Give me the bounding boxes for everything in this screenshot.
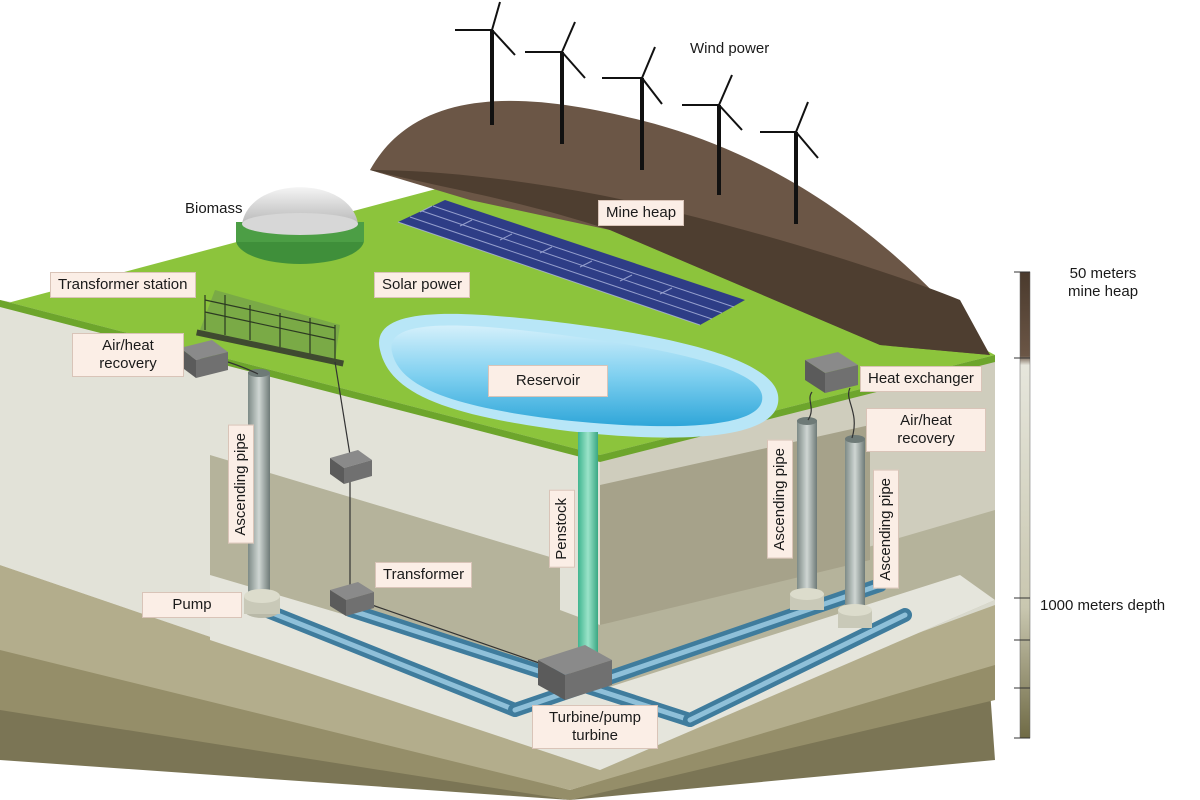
scale-label-top: 50 meters mine heap bbox=[1068, 265, 1138, 301]
label-line: 50 meters bbox=[1069, 265, 1137, 282]
soil-layer-deep bbox=[0, 640, 995, 800]
label-ascending-pipe-left: Ascending pipe bbox=[228, 425, 254, 544]
label-turbine-pump-turbine: Turbine/pump turbine bbox=[532, 705, 658, 749]
label-line: Air/heat bbox=[102, 337, 154, 354]
depth-scale-bar bbox=[1014, 271, 1031, 739]
soil-layer-bottom bbox=[0, 690, 995, 800]
label-air-heat-recovery-right: Air/heat recovery bbox=[866, 408, 986, 452]
label-solar-power: Solar power bbox=[374, 272, 471, 298]
transformer-station-icon bbox=[196, 290, 344, 367]
soil-layer-mid bbox=[0, 560, 995, 790]
biomass-dome-icon bbox=[236, 187, 364, 264]
label-line: recovery bbox=[897, 430, 955, 447]
label-line: turbine bbox=[572, 727, 618, 744]
label-penstock: Penstock bbox=[549, 490, 575, 568]
turbine-pump-box bbox=[538, 645, 612, 700]
label-wind-power: Wind power bbox=[690, 40, 770, 57]
wind-turbine-icon bbox=[682, 74, 743, 195]
label-line: mine heap bbox=[1068, 283, 1139, 300]
label-line: Air/heat bbox=[900, 412, 952, 429]
cable-left bbox=[227, 361, 259, 375]
wind-turbine-icon bbox=[525, 21, 586, 144]
air-heat-recovery-unit-left bbox=[180, 340, 228, 378]
label-reservoir: Reservoir bbox=[488, 365, 608, 397]
cable-heat-exchanger bbox=[807, 387, 855, 439]
label-air-heat-recovery-left: Air/heat recovery bbox=[72, 333, 184, 377]
mine-heap-shadow bbox=[370, 170, 990, 355]
label-transformer: Transformer bbox=[375, 562, 473, 588]
scale-label-depth: 1000 meters depth bbox=[1040, 597, 1166, 614]
label-ascending-pipe-right-1: Ascending pipe bbox=[767, 440, 793, 559]
wind-turbine-icon bbox=[760, 101, 819, 224]
cable-transformer-turbine bbox=[371, 604, 546, 666]
cable-station-to-transformer bbox=[334, 361, 351, 456]
label-biomass: Biomass bbox=[185, 200, 243, 217]
transformer-box-upper bbox=[330, 450, 372, 484]
wind-turbine-icon bbox=[602, 46, 663, 170]
label-pump: Pump bbox=[142, 592, 242, 618]
wind-turbines bbox=[455, 1, 819, 224]
label-ascending-pipe-right-2: Ascending pipe bbox=[873, 470, 899, 589]
solar-panel-field bbox=[397, 200, 745, 326]
label-transformer-station: Transformer station bbox=[50, 272, 196, 298]
transformer-box bbox=[330, 582, 374, 616]
penstock-pipe bbox=[578, 432, 598, 662]
heat-exchanger-box bbox=[805, 352, 858, 393]
label-line: recovery bbox=[99, 355, 157, 372]
wind-turbine-icon bbox=[455, 1, 516, 125]
label-line: Turbine/pump bbox=[549, 709, 641, 726]
ascending-pipes-right bbox=[790, 417, 872, 628]
label-heat-exchanger: Heat exchanger bbox=[860, 366, 982, 392]
label-mine-heap: Mine heap bbox=[598, 200, 685, 226]
